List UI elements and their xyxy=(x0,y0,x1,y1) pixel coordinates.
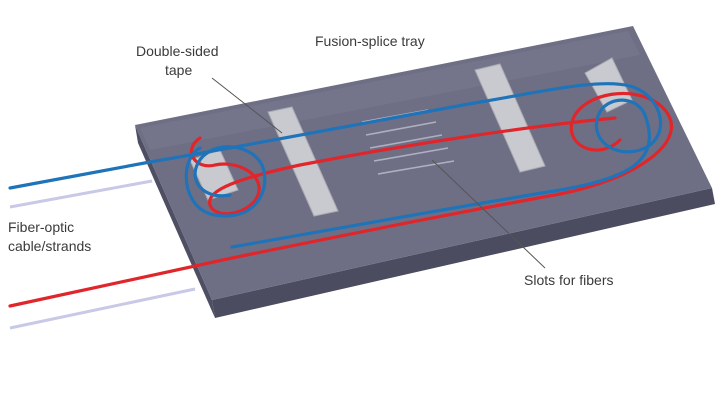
tape-strip-right xyxy=(474,63,546,173)
label-fusion-splice-tray: Fusion-splice tray xyxy=(315,33,425,49)
tape-strips xyxy=(189,57,633,217)
leader-double-sided-tape xyxy=(211,77,283,134)
leader-slots-for-fibers xyxy=(431,159,546,269)
pale-strands xyxy=(9,179,196,330)
labels: Double-sided tape Fusion-splice tray Fib… xyxy=(8,33,613,288)
label-fiber-optic-line2: cable/strands xyxy=(8,238,91,254)
blue-fiber-incoming xyxy=(8,82,663,190)
fiber-slot xyxy=(377,160,455,175)
tray-front-face xyxy=(135,125,215,318)
pale-strand-lower xyxy=(9,287,196,330)
red-fiber-loop-path xyxy=(189,91,673,216)
label-double-sided-tape-line1: Double-sided xyxy=(136,43,219,59)
red-fiber-incoming xyxy=(8,192,562,308)
tray-bottom-face xyxy=(212,188,715,318)
label-slots-for-fibers: Slots for fibers xyxy=(524,272,613,288)
blue-fiber-loop-path xyxy=(184,116,651,249)
fiber-slot xyxy=(365,121,437,136)
leader-lines xyxy=(211,77,546,269)
blue-fiber xyxy=(8,82,663,249)
pale-strand-upper xyxy=(9,179,153,209)
tape-strip-left xyxy=(267,106,339,217)
tray-top-surface xyxy=(135,26,712,300)
label-double-sided-tape-line2: tape xyxy=(165,62,192,78)
fiber-slot xyxy=(373,147,449,162)
red-fiber xyxy=(8,91,673,308)
label-fiber-optic-line1: Fiber-optic xyxy=(8,219,74,235)
fiber-slot xyxy=(369,134,443,149)
